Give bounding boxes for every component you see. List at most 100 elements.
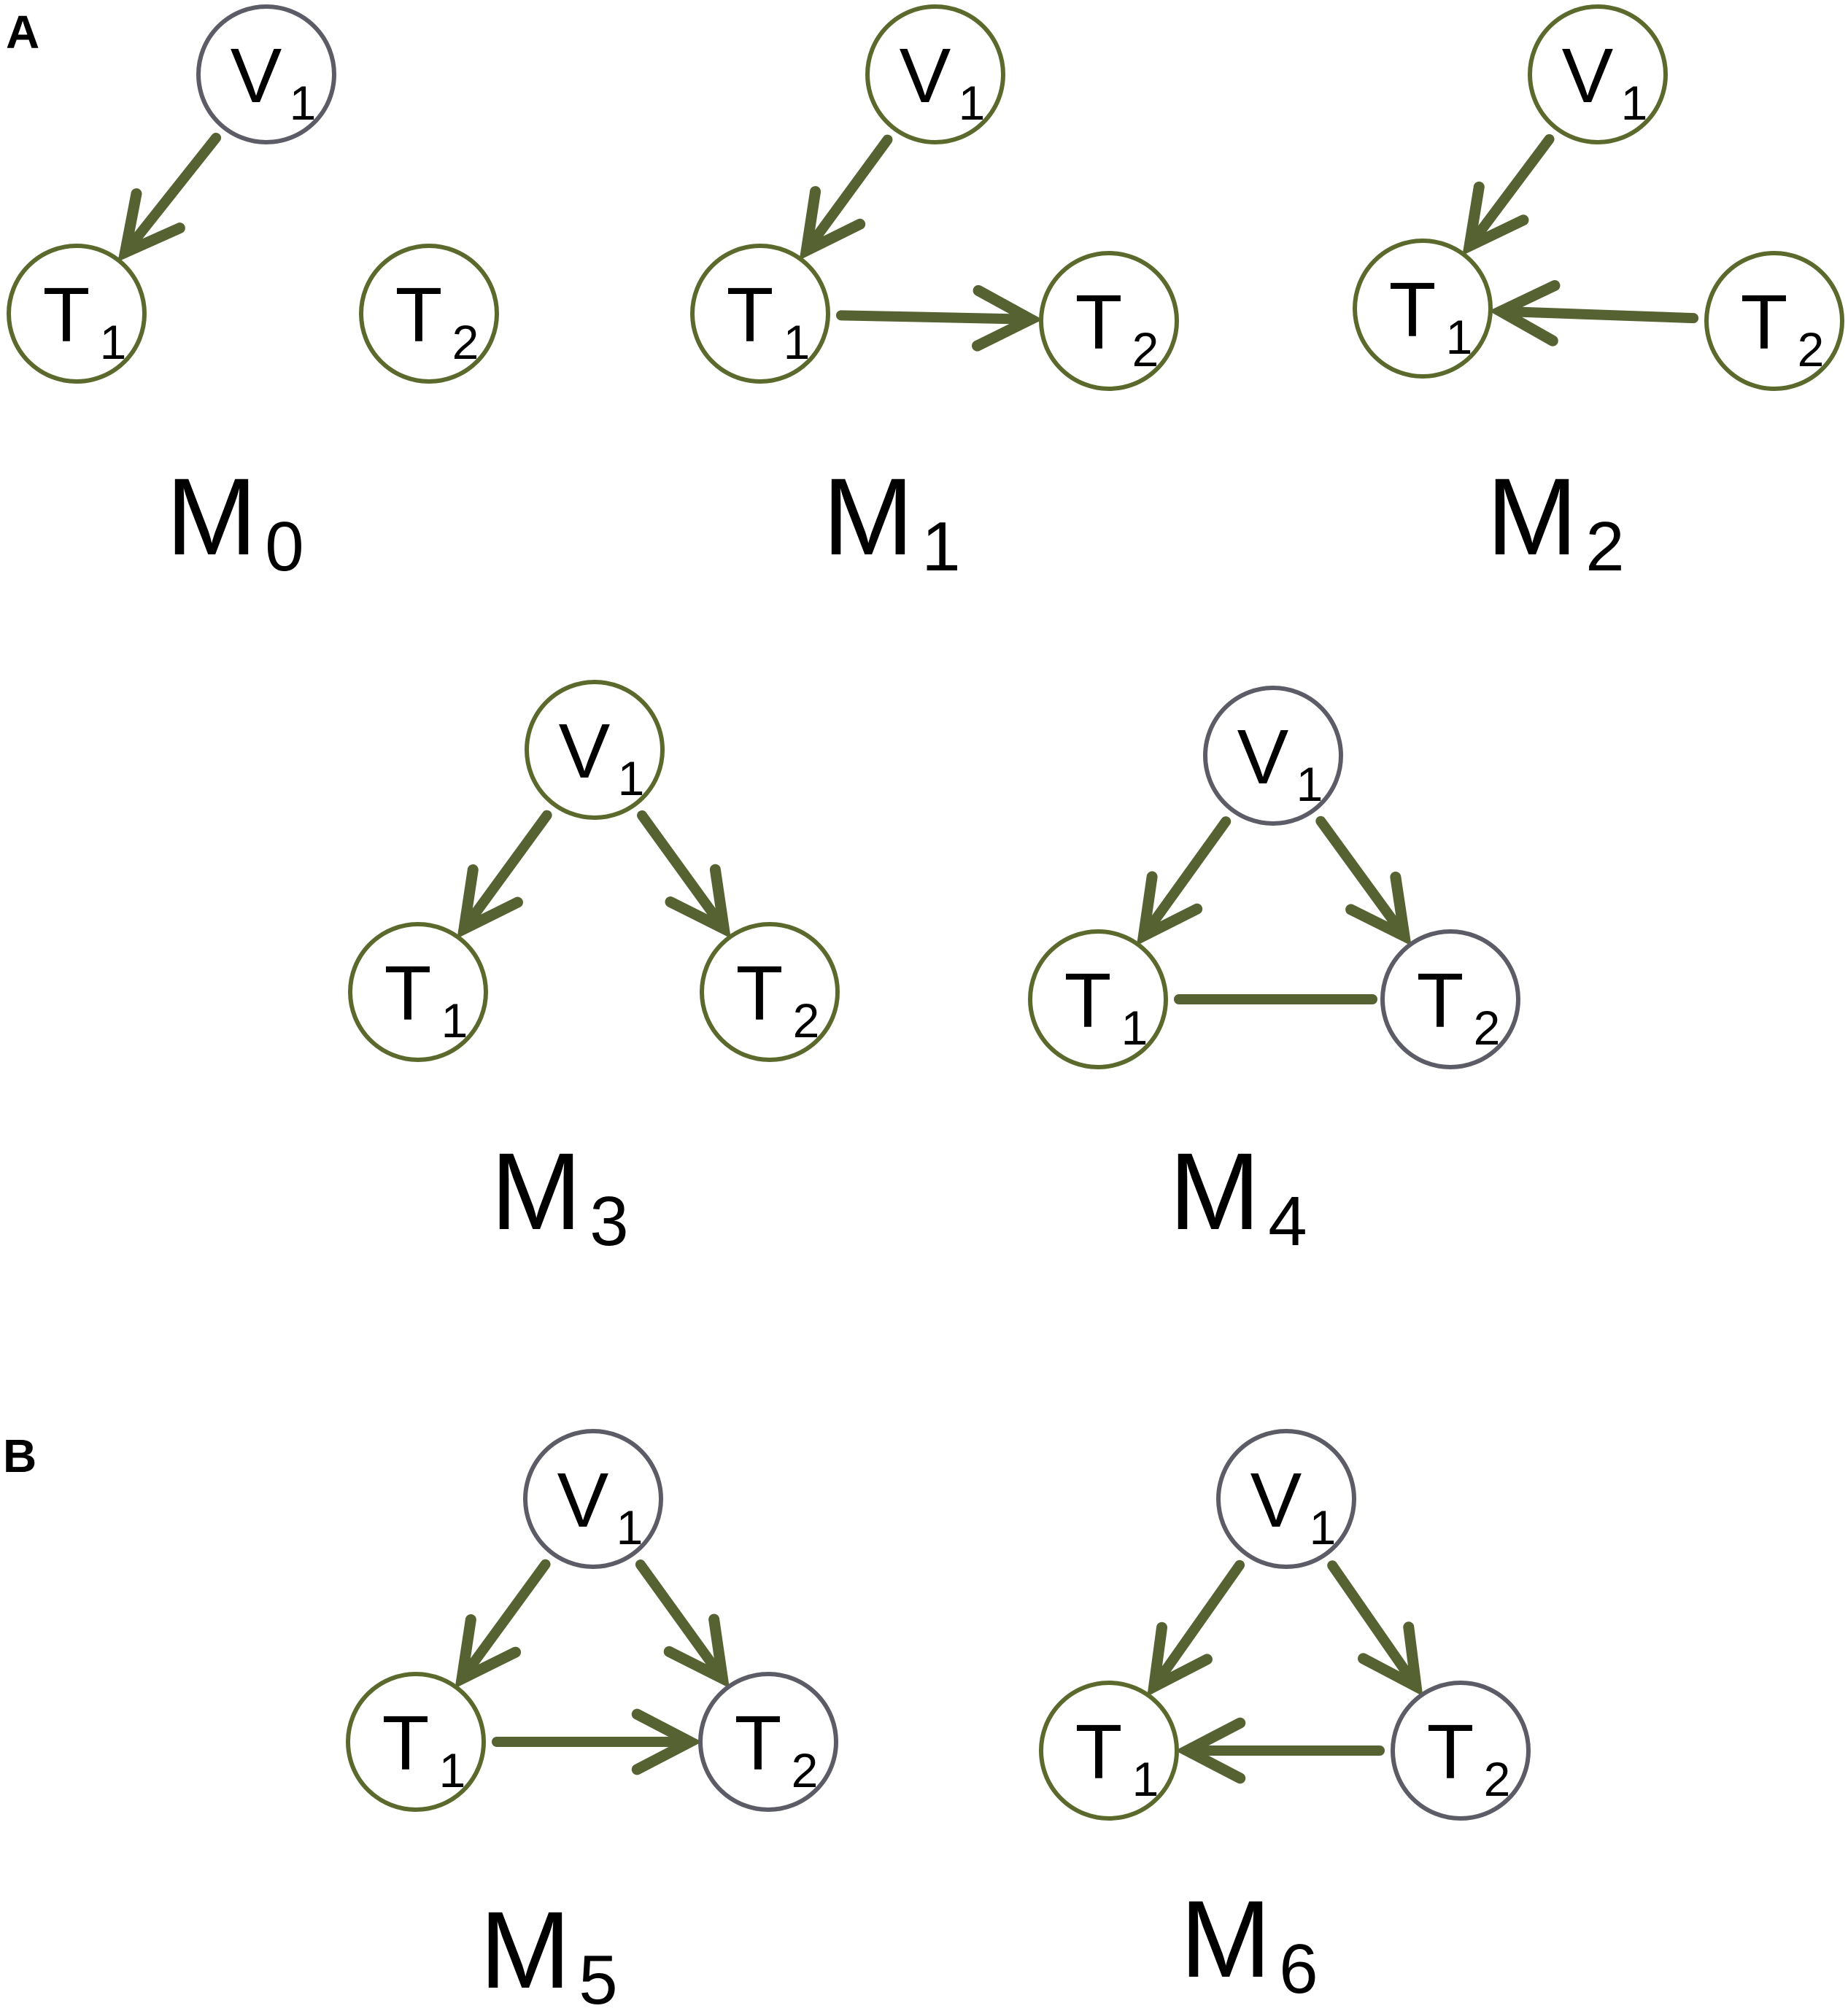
node-circle [1528, 4, 1668, 144]
panel-label: A [6, 6, 39, 58]
node-letter: T [1075, 279, 1123, 365]
node-subscript: 1 [784, 315, 811, 369]
edge-t2-t1 [1488, 279, 1699, 346]
node-circle [698, 1672, 838, 1812]
node-circle [359, 244, 499, 384]
node-circle [1391, 1681, 1531, 1821]
node-letter: T [736, 950, 784, 1037]
node-circle [690, 244, 830, 384]
node-letter: T [1064, 958, 1112, 1044]
node-letter: T [43, 272, 90, 358]
node-subscript: 2 [792, 1743, 819, 1797]
node-subscript: 2 [1798, 322, 1825, 376]
node-letter: V [1237, 714, 1289, 800]
edge-v1-t2 [635, 1559, 730, 1689]
model-label-letter: M [1170, 1130, 1261, 1252]
model-label-subscript: 2 [1585, 508, 1624, 586]
node-subscript: 1 [1121, 1001, 1148, 1055]
node-letter: V [1250, 1457, 1302, 1543]
node-subscript: 1 [290, 76, 317, 130]
node-subscript: 1 [1446, 310, 1473, 364]
node-letter: V [231, 33, 282, 119]
node-subscript: 1 [1296, 757, 1323, 811]
edge-t2-t1 [1175, 1717, 1385, 1784]
node-letter: T [395, 272, 443, 358]
node-letter: T [1427, 1709, 1474, 1795]
model-label-subscript: 4 [1268, 1182, 1307, 1260]
model-label-letter: M [1487, 455, 1578, 578]
model-label-letter: M [166, 455, 258, 578]
edge-v1-t1 [457, 810, 552, 939]
node-subscript: 2 [1484, 1752, 1511, 1806]
node-subscript: 1 [616, 1500, 643, 1554]
node-letter: V [900, 33, 951, 119]
model-label-letter: M [823, 455, 914, 578]
node-subscript: 2 [1132, 322, 1159, 376]
edge-v1-t1 [1147, 1559, 1245, 1697]
node-subscript: 1 [100, 315, 127, 369]
node-letter: T [1741, 279, 1788, 365]
edge-v1-t1 [117, 132, 222, 262]
node-circle [348, 922, 488, 1062]
node-letter: T [382, 1700, 430, 1786]
node-subscript: 2 [1474, 1001, 1501, 1055]
node-circle [1039, 1681, 1179, 1821]
model-label-subscript: 1 [921, 508, 960, 586]
model-label-subscript: 6 [1279, 1930, 1318, 2008]
edge-v1-t2 [1315, 815, 1412, 946]
model-label-letter: M [1180, 1878, 1272, 2000]
edge-t1-t2 [835, 284, 1043, 352]
node-subscript: 1 [618, 751, 645, 805]
node-letter: T [727, 272, 774, 358]
node-circle [1028, 929, 1168, 1069]
node-letter: V [1562, 33, 1614, 119]
node-subscript: 1 [1621, 76, 1648, 130]
edge-v1-t2 [1327, 1560, 1423, 1697]
node-subscript: 1 [1132, 1752, 1159, 1806]
node-subscript: 1 [439, 1743, 466, 1797]
node-subscript: 2 [793, 993, 820, 1047]
node-subscript: 1 [441, 993, 468, 1047]
node-letter: V [559, 708, 611, 794]
node-circle [525, 680, 665, 820]
node-subscript: 1 [959, 76, 986, 130]
model-label-subscript: 3 [589, 1182, 628, 1260]
node-letter: T [1417, 958, 1464, 1044]
edge-v1-t1 [799, 134, 893, 260]
edge-v1-t1 [1462, 133, 1555, 256]
node-letter: T [384, 950, 432, 1037]
node-circle [1380, 929, 1520, 1069]
edge-v1-t2 [637, 810, 731, 939]
node-letter: T [1389, 267, 1437, 353]
